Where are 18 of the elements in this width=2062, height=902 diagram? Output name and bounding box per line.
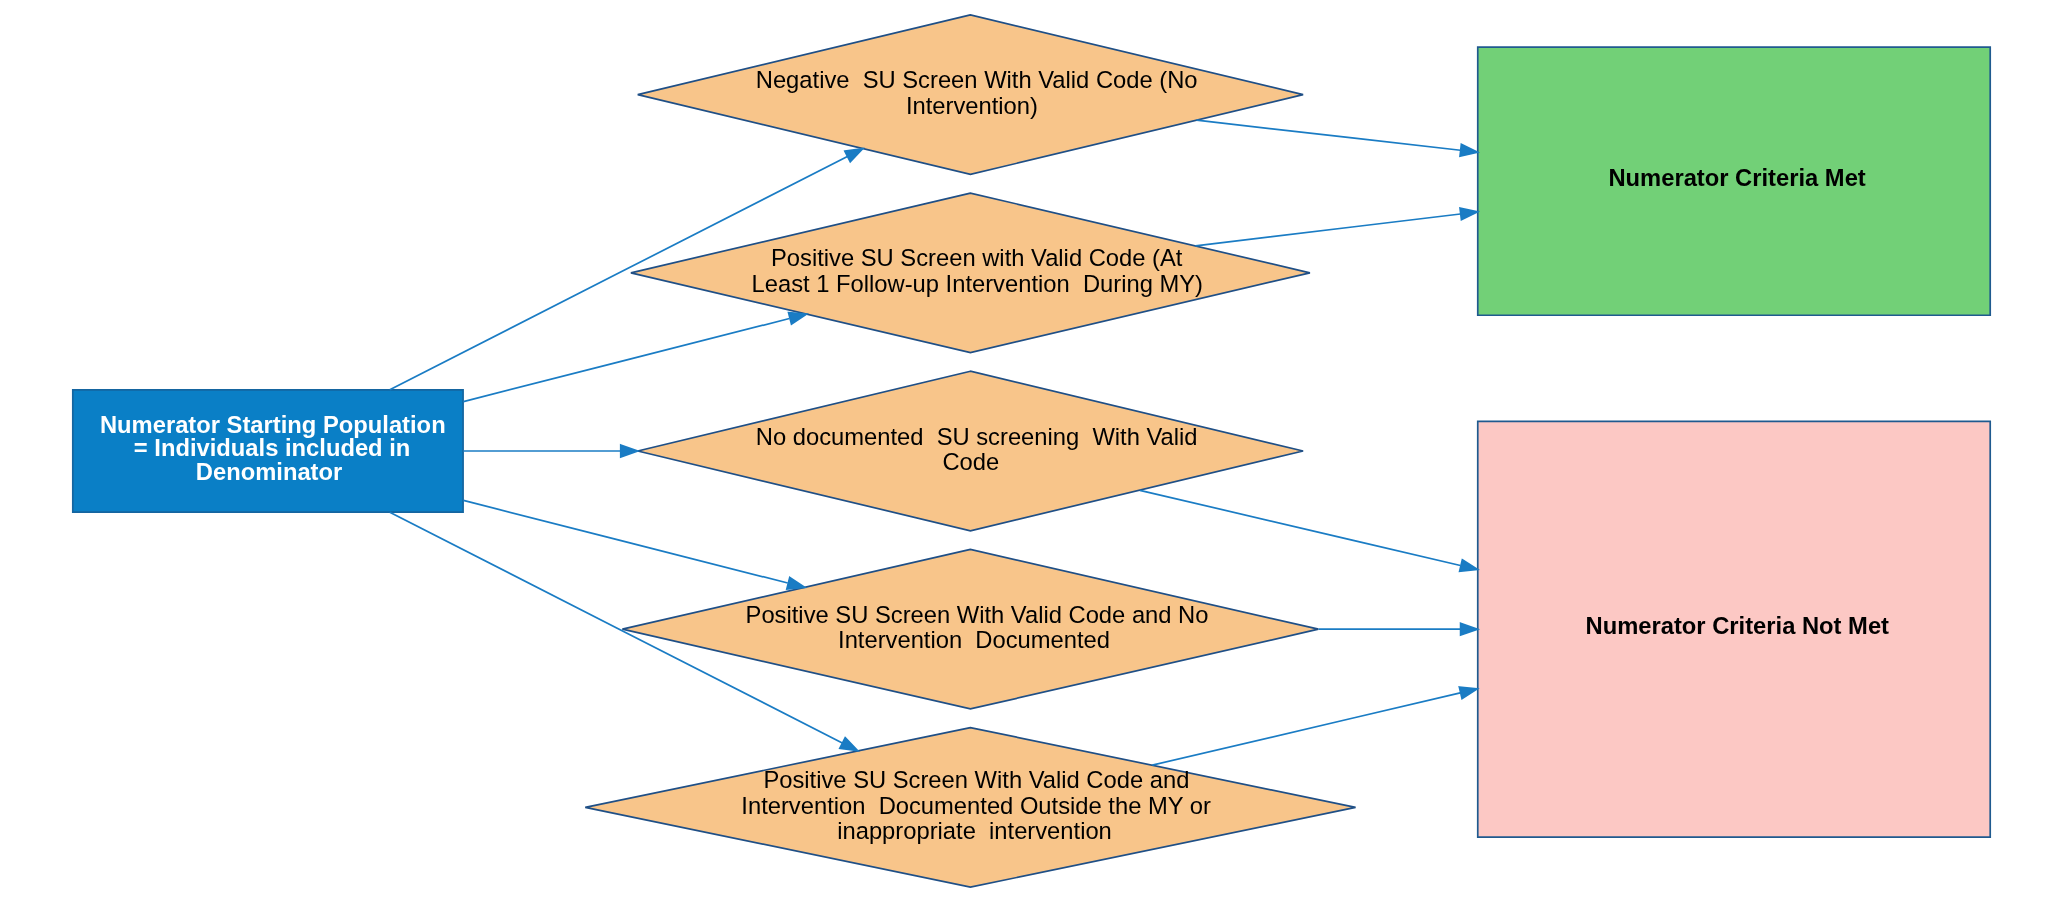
node-box: Numerator Starting Population = Individuals included in Denominator bbox=[71, 389, 464, 513]
arrow bbox=[1138, 489, 1480, 573]
arrow bbox=[1194, 206, 1480, 247]
node-box: Numerator Criteria Not Met bbox=[1476, 420, 1991, 838]
arrow bbox=[1195, 119, 1480, 158]
arrow bbox=[462, 311, 809, 403]
arrow bbox=[462, 443, 640, 459]
node-diamond: Positive SU Screen With Valid Code and Intervention Documented Outside the MY or inappropriate intervention bbox=[583, 726, 1356, 888]
node-diamond: Negative SU Screen With Valid Code (No Intervention) bbox=[636, 14, 1304, 176]
arrow bbox=[388, 511, 860, 752]
arrow bbox=[1150, 686, 1480, 766]
arrow bbox=[1317, 622, 1480, 637]
node-box: Numerator Criteria Met bbox=[1476, 46, 1991, 317]
node-diamond: Positive SU Screen with Valid Code (At Least 1 Follow-up Intervention During MY) bbox=[629, 192, 1311, 354]
arrow bbox=[388, 147, 865, 391]
node-diamond: No documented SU screening With Valid Code bbox=[636, 370, 1304, 532]
arrow bbox=[462, 499, 807, 590]
node-diamond: Positive SU Screen With Valid Code and No Intervention Documented bbox=[621, 548, 1319, 710]
